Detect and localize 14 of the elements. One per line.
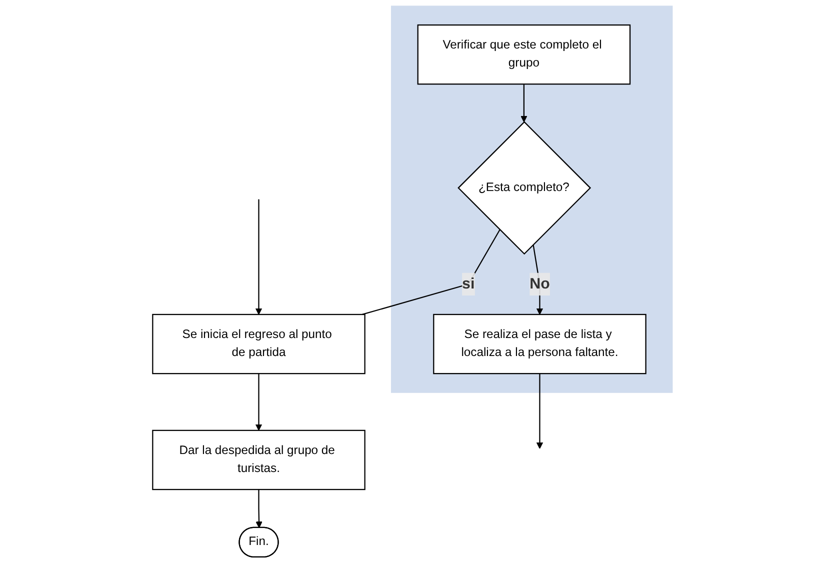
node-box: Verificar que este completo el grupo <box>417 24 631 85</box>
node-diamond: ¿Esta completo? <box>458 121 592 255</box>
arrow <box>255 199 262 315</box>
arrow <box>256 490 262 528</box>
arrow <box>255 374 262 431</box>
arrow <box>520 84 528 122</box>
node-box: Dar la despedida al grupo de turistas. <box>152 430 366 490</box>
node-box: Se realiza el pase de lista y localiza a la persona faltante. <box>433 314 646 374</box>
edge-label: No <box>530 276 550 293</box>
node-box: Se inicia el regreso al punto de partida <box>152 314 366 374</box>
arrow <box>536 374 544 449</box>
cluster <box>390 6 673 393</box>
connector <box>362 229 500 316</box>
edge-label: si <box>462 276 475 293</box>
